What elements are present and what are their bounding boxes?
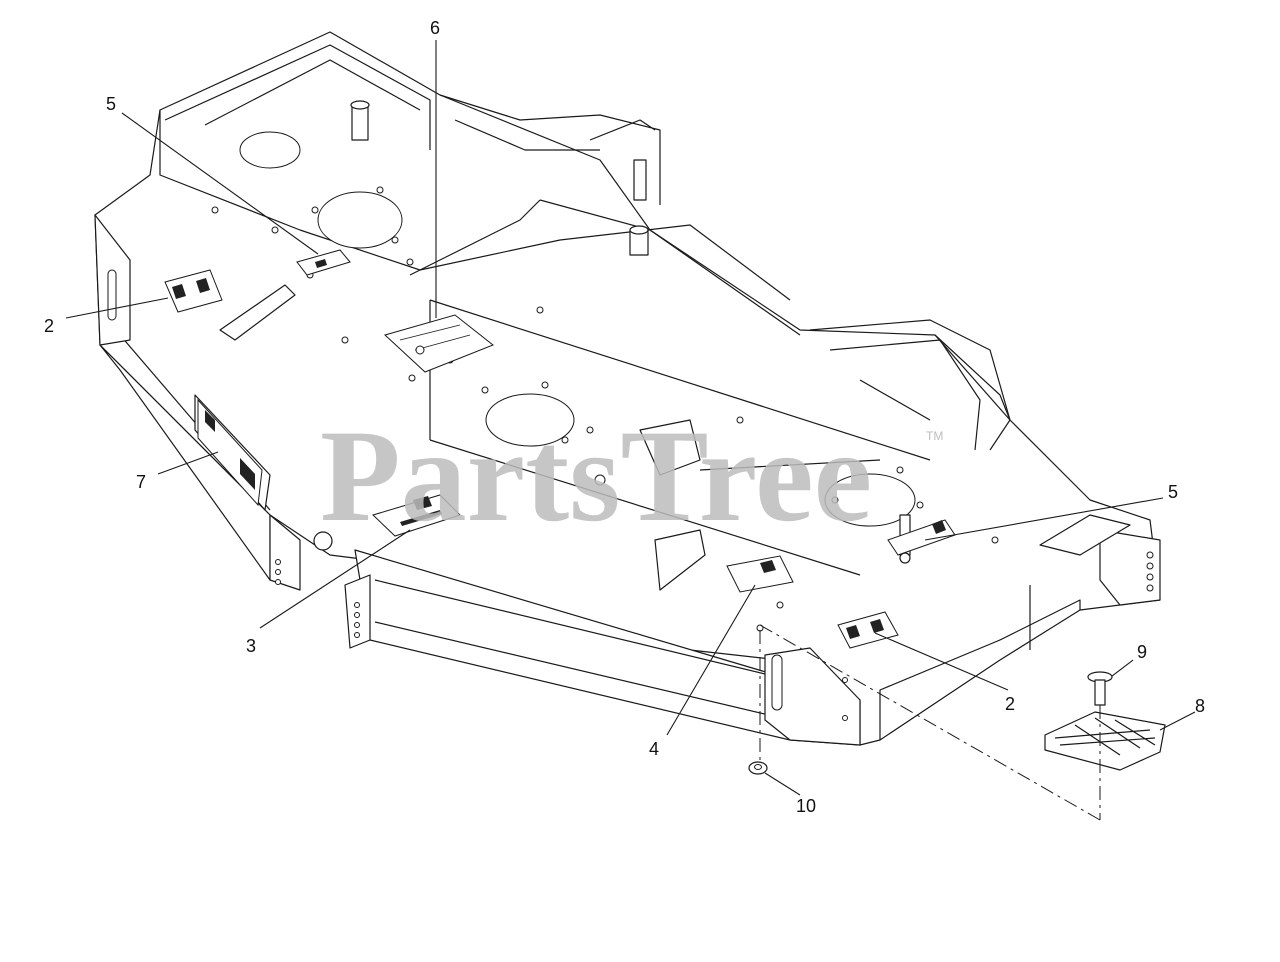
watermark: PartsTree	[320, 402, 872, 549]
leader-lines	[65, 40, 1196, 796]
foot-pad-item-8	[1044, 711, 1166, 771]
assembly-line-pad	[759, 624, 1101, 821]
decal-item-2-right	[837, 611, 899, 649]
callout-8: 8	[1195, 696, 1205, 716]
decal-item-4	[726, 555, 794, 593]
nut-item-10	[748, 761, 768, 775]
decal-item-3	[372, 494, 461, 537]
callout-6: 6	[430, 18, 440, 38]
callout-7: 7	[136, 472, 146, 492]
callout-2-right: 2	[1005, 694, 1015, 714]
decal-item-2-left	[164, 269, 223, 313]
callout-10: 10	[796, 796, 816, 816]
decal-item-5-left	[296, 249, 351, 276]
callout-5-left: 5	[106, 94, 116, 114]
callout-4: 4	[649, 739, 659, 759]
decal-item-6	[384, 314, 494, 373]
mower-deck	[94, 31, 1161, 746]
callout-3: 3	[246, 636, 256, 656]
callout-9: 9	[1137, 642, 1147, 662]
decal-item-7	[197, 398, 263, 507]
bolt-item-9	[1087, 671, 1113, 706]
watermark-trademark: TM	[926, 429, 943, 443]
callout-5-right: 5	[1168, 482, 1178, 502]
callout-2-left: 2	[44, 316, 54, 336]
